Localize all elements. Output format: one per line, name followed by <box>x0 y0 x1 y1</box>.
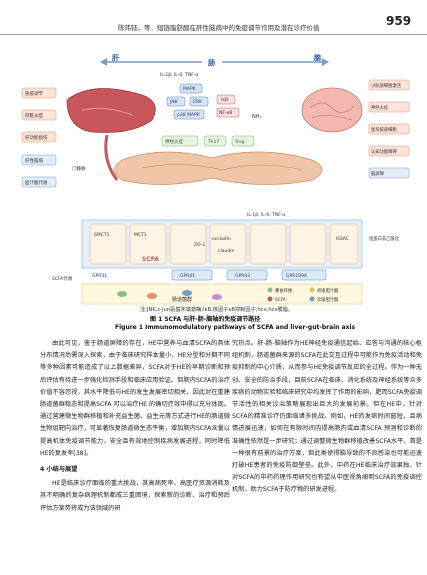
brain-illustration <box>301 87 363 133</box>
hdac-inhibit-label: 组蛋白去乙酰化 <box>369 235 400 242</box>
figure-legend: 膳食纤维 SCFA 初级胆汁酸 次级胆汁酸 <box>267 287 339 303</box>
erk-label: ERK <box>193 99 203 105</box>
figure-diagram: 肝 肠 脑 免疫调节 肝脏炎症 肝功能损伤 肝性脑病 胆汁酸代谢 IL-1β, … <box>12 40 415 306</box>
cytokines-top: IL-1β, IL-6, TNF-α <box>160 72 198 78</box>
legend-scfa: SCFA <box>275 297 286 303</box>
figure-1: 肝 肠 脑 免疫调节 肝脏炎症 肝功能损伤 肝性脑病 胆汁酸代谢 IL-1β, … <box>12 40 415 306</box>
hdac-label: HDAC <box>336 236 349 242</box>
label-gut-top: 肠 <box>207 58 215 67</box>
left-box-2: 胆汁酸代谢 <box>25 179 48 186</box>
nfkb-label: NF-κB <box>219 110 232 116</box>
body-right-column: 究热点。肝-肠-脑轴作为HE神经免疫通信起始、应答与沟通的核心枢纽机制，肠道菌群… <box>232 338 422 497</box>
mid-box-2: Th17 <box>207 139 219 145</box>
brain-box-1: 小胶质细胞激活 <box>371 82 402 89</box>
figure-caption-en: Figure 1 Immunomodulatory pathways of SC… <box>115 324 356 331</box>
brain-box-3: 星形胶质细胞 <box>371 126 397 133</box>
section-title: 4 小结与展望 <box>40 466 78 474</box>
liver-boxes: 免疫调节 肝脏炎症 肝功能损伤 肝性脑病 胆汁酸代谢 <box>21 87 57 188</box>
p38-label: p38 MAPK <box>177 112 201 118</box>
receptor-row: GPR41 GPR43 GPR109A GPR41 <box>92 269 327 281</box>
zo1-label: ZO-1 <box>194 242 205 248</box>
liver-box-2: 肝脏炎症 <box>25 112 43 119</box>
legend-primary: 初级胆汁酸 <box>317 287 339 294</box>
figure-caption-cn: 图 1 SCFA 与肝-肠-脑轴的免疫调节路径 <box>150 316 261 323</box>
page-header: 陈玮钰，等．短链脂肪酸在肝性脑病中的免疫调节作用及潜在诊疗价值 959 <box>0 0 427 44</box>
occludin-label: occludin <box>212 236 231 242</box>
header-rule <box>0 34 427 35</box>
claudin-label: claudin <box>218 248 234 254</box>
gpr41-left-label: GPR41 <box>92 273 107 279</box>
left-paragraph-1: 由此可见，鉴于肠道屏障的存在，HE中营养与血清SCFA的具体分布情况尚需深入探索… <box>40 340 230 457</box>
mct1-label: MCT1 <box>134 232 147 238</box>
signalling-column: MAPK JNK ERK p38 MAPK IκB NF-κB NH₃ <box>166 83 262 120</box>
portal-vein-label: 门静脉 <box>72 165 86 172</box>
label-liver: 肝 <box>112 53 119 62</box>
liver-box-3: 肝功能损伤 <box>25 134 48 141</box>
left-paragraph-2: HE是临床诊疗面临的重大挑战，其高病死率、高医疗资源消耗及其不明确的复杂病理机制… <box>40 480 230 512</box>
scfa-metab-label: SCFA代谢 <box>52 275 73 282</box>
intestine-illustration <box>114 151 323 185</box>
jnk-label: JNK <box>169 99 179 105</box>
gpr41-label: GPR41 <box>180 273 195 279</box>
liver-box-1: 免疫调节 <box>25 90 43 97</box>
figure-note: 注:JNK,c-jun氨基末端激酶;IκB,核因子κB抑制因子;hcv,hcv膜… <box>140 307 294 313</box>
legend-fiber: 膳食纤维 <box>275 287 293 294</box>
liver-illustration <box>66 88 156 133</box>
epithelium <box>81 219 363 269</box>
ammonia-label: NH₃ <box>252 114 262 120</box>
ikb-label: IκB <box>221 97 228 103</box>
label-brain: 脑 <box>314 53 321 62</box>
body-left-column: 由此可见，鉴于肠道屏障的存在，HE中营养与血清SCFA的具体分布情况尚需深入探索… <box>40 338 230 515</box>
top-axis-arrows <box>100 58 329 66</box>
mapk-label: MAPK <box>183 86 197 92</box>
mid-row: 神经炎症 Th17 Treg <box>161 135 255 147</box>
right-paragraph-1: 究热点。肝-肠-脑轴作为HE神经免疫通信起始、应答与沟通的核心枢纽机制，肠道菌群… <box>232 340 422 494</box>
gut-bacteria-label: 肠道菌群 <box>172 296 192 303</box>
legend-secondary: 次级胆汁酸 <box>317 296 339 303</box>
brain-boxes: 小胶质细胞激活 神经炎症 星形胶质细胞 认知功能障碍 脑屏障 <box>368 79 410 179</box>
portal-vein: 门静脉 <box>72 134 119 181</box>
gut-lumen <box>81 283 363 305</box>
scfa-label: SCFA <box>142 256 159 263</box>
mid-box-3: Treg <box>234 139 245 145</box>
mid-box-1: 神经炎症 <box>165 138 183 145</box>
brain-box-2: 神经炎症 <box>371 104 389 111</box>
page-number: 959 <box>386 14 412 28</box>
running-head: 陈玮钰，等．短链脂肪酸在肝性脑病中的免疫调节作用及潜在诊疗价值 <box>118 24 320 32</box>
gpr43-label: GPR43 <box>235 273 250 279</box>
right-box-1: 脑屏障 <box>371 170 385 177</box>
cytokines-mid: IL-1β, IL-6, TNF-α <box>247 212 285 218</box>
gpr109a-label: GPR109A <box>286 273 308 279</box>
left-box-1: 肝性脑病 <box>25 157 43 164</box>
smct1-label: SMCT1 <box>94 232 110 238</box>
brain-box-4: 认知功能障碍 <box>371 148 397 155</box>
